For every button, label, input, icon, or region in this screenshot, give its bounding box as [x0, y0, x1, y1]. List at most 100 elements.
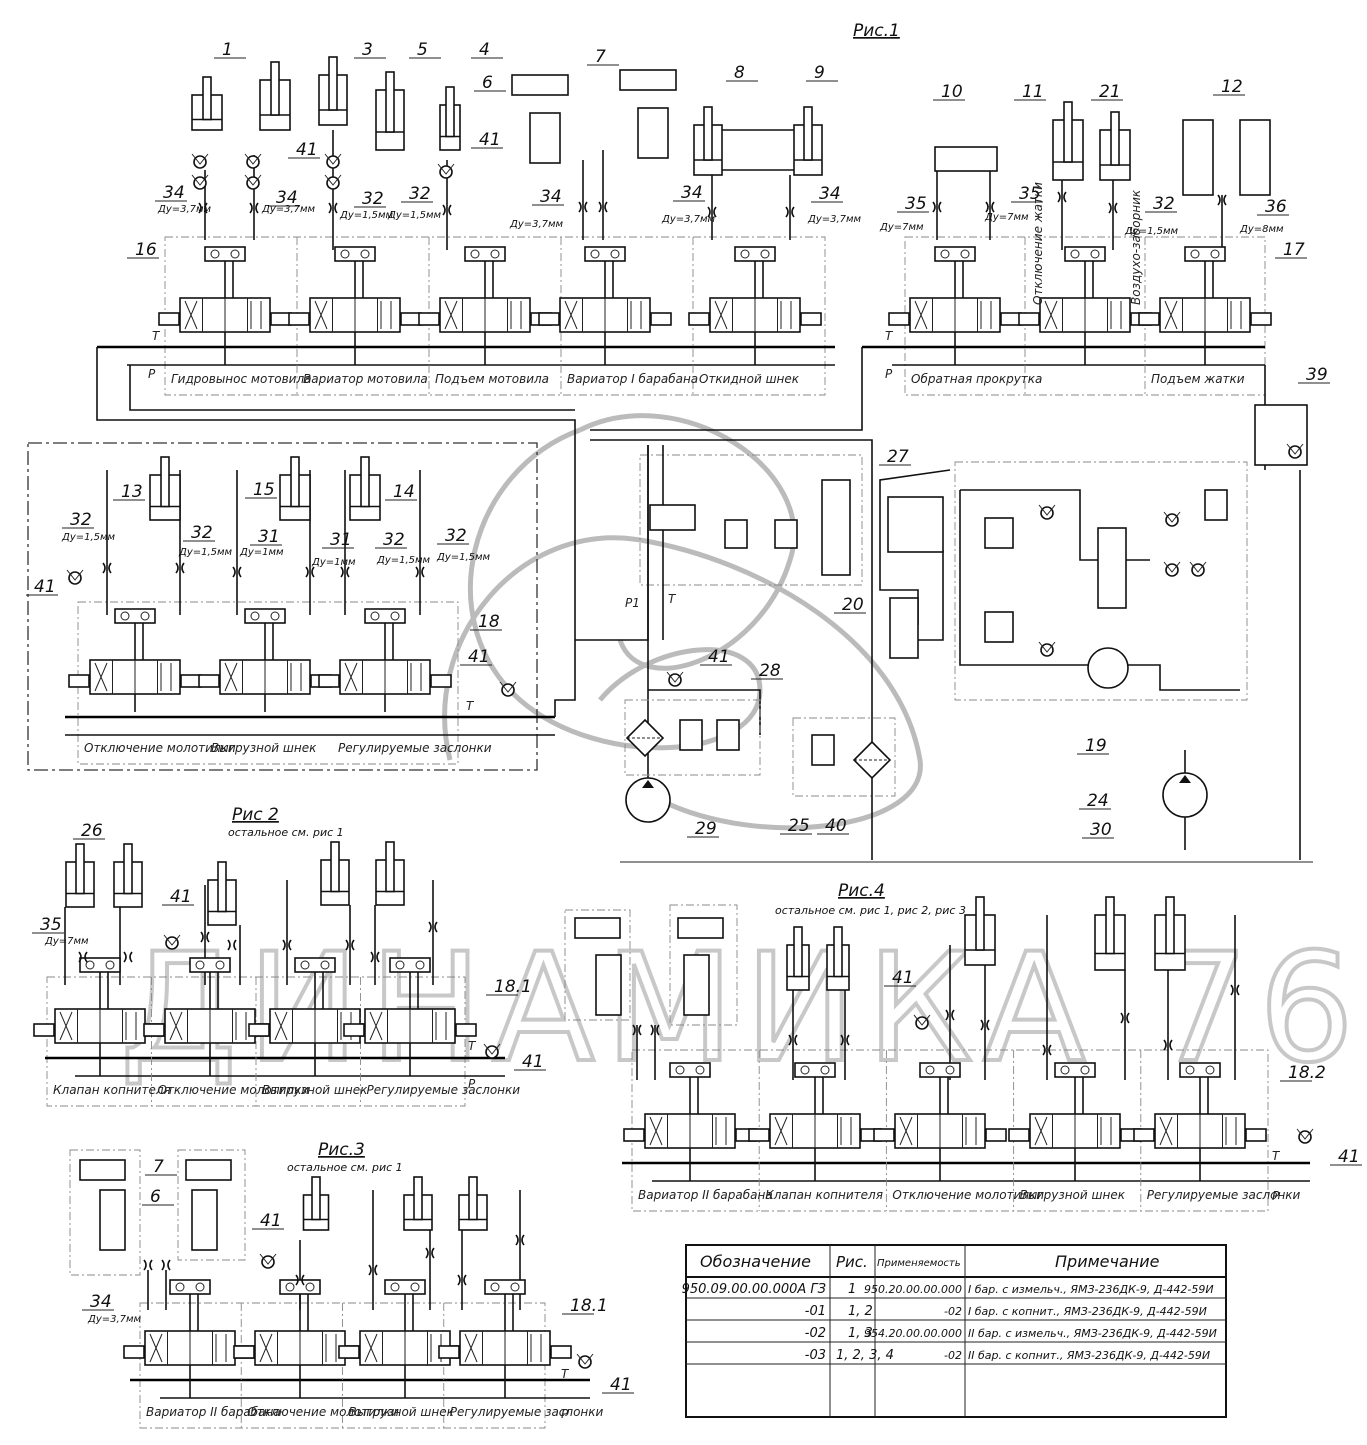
relief-valve: [984, 517, 1014, 549]
callout-number: 18.2: [1288, 1063, 1326, 1083]
check-valve-icon: [576, 1353, 594, 1369]
fig3-valve: [233, 1279, 367, 1383]
check-valve-icon: [483, 1043, 501, 1059]
orifice-icon: [1042, 1044, 1052, 1056]
solenoid-left-icon: [1018, 312, 1040, 326]
rod: [290, 456, 300, 508]
check-ball: [193, 155, 207, 169]
threshing-block-frame: [27, 442, 538, 771]
solenoid-left-icon: [158, 312, 180, 326]
valve-27: [821, 479, 851, 576]
solenoid-left-icon: [418, 312, 440, 326]
fig4-section-label: Регулируемые заслонки: [1147, 1188, 1301, 1202]
check-valve-icon: [191, 174, 209, 190]
servo-valve: [1097, 527, 1127, 609]
check-seat: [324, 153, 342, 165]
parallel-path: [125, 1012, 137, 1040]
cross-path: [149, 1333, 163, 1363]
fig2-section-label: Клапан копнителя: [53, 1083, 171, 1097]
check-ball-icon: [105, 960, 115, 970]
pipe: [590, 439, 873, 742]
fig4-section-label: Клапан копнителя: [765, 1188, 883, 1202]
fig2-section-label: Регулируемые заслонки: [367, 1083, 521, 1097]
solenoid-right-icon: [430, 674, 452, 688]
orifice-size-label: Ду=1,5мм: [376, 555, 431, 566]
pressure-switch: [716, 719, 740, 751]
charge-pump: [1087, 647, 1129, 689]
check-ball-icon: [1190, 249, 1200, 259]
solenoid-left-icon: [1008, 1128, 1030, 1142]
orifice-icon: [1230, 984, 1240, 996]
check-seat: [191, 153, 209, 165]
hydraulic-cylinder: [279, 456, 311, 521]
check-seat: [437, 163, 455, 175]
parallel-path: [290, 663, 302, 691]
fig1-valve: [288, 246, 422, 350]
orifice-icon: [788, 1034, 798, 1046]
orifice-icon: [368, 1264, 378, 1276]
orifice-icon: [428, 921, 438, 933]
hydraulic-cylinder: [302, 1176, 330, 1231]
fig3-valve: [438, 1279, 572, 1383]
callout-number: 41: [708, 647, 730, 667]
check-ball-icon: [390, 611, 400, 621]
orifice-icon: [785, 206, 795, 218]
rod: [330, 841, 340, 893]
rod: [385, 71, 395, 133]
callout-number: 20: [842, 595, 864, 615]
table-cell: -02: [944, 1305, 962, 1318]
fig1-section-label: Гидровынос мотовила: [171, 372, 312, 386]
hydraulic-cylinder: [1052, 101, 1084, 181]
orifice-icon: [295, 1274, 305, 1286]
check-ball-icon: [800, 1065, 810, 1075]
callout-number: 41: [260, 1211, 282, 1231]
check-seat: [66, 569, 84, 581]
check-valve-icon: [666, 671, 684, 687]
parallel-path: [1100, 1117, 1112, 1145]
callout-number: 25: [788, 816, 810, 836]
filter-icon: [852, 740, 892, 780]
solenoid-left-icon: [623, 1128, 645, 1142]
orifice-size-label: Ду=1,5мм: [61, 532, 116, 543]
parallel-path: [235, 1012, 247, 1040]
cross-path: [344, 662, 358, 692]
check-valve-icon: [66, 569, 84, 585]
motor-icon: [574, 917, 621, 939]
check-seat: [324, 174, 342, 186]
solenoid-right-icon: [550, 1345, 572, 1359]
solenoid-left-icon: [68, 674, 90, 688]
fig4-section-label: Выгрузной шнек: [1020, 1188, 1126, 1202]
table-header: Обозначение: [700, 1252, 811, 1271]
check-ball-icon: [820, 1065, 830, 1075]
check-seat: [1163, 561, 1181, 573]
check-ball-icon: [270, 611, 280, 621]
relief-valve: [1204, 489, 1228, 521]
hydraulic-cylinder: [149, 456, 181, 521]
fig3-section-label: Вариатор II барабана: [146, 1405, 281, 1419]
callout-number: 41: [610, 1375, 632, 1395]
rod: [445, 86, 455, 138]
check-ball-icon: [305, 1282, 315, 1292]
check-valve-icon: [1038, 504, 1056, 520]
check-ball-icon: [490, 249, 500, 259]
orifice-icon: [198, 202, 208, 214]
check-ball: [193, 176, 207, 190]
components: [33, 56, 1314, 1383]
middle-section-label: Регулируемые заслонки: [338, 741, 492, 755]
motor-20: [887, 496, 944, 553]
pipe: [129, 365, 575, 411]
check-valve-icon: [1163, 561, 1181, 577]
fig4-title: Рис.4: [838, 881, 885, 901]
cross-path: [444, 300, 458, 330]
callout-number: 30: [1090, 820, 1112, 840]
callout-number: 34: [163, 183, 185, 203]
orifice-icon: [200, 931, 210, 943]
relief-valve: [984, 611, 1014, 643]
check-ball-icon: [320, 960, 330, 970]
rod: [833, 926, 843, 978]
valve-18: [68, 608, 202, 712]
hydrostatic-unit-19: [954, 461, 1248, 701]
port-t: T: [152, 329, 161, 343]
solenoid-left-icon: [748, 1128, 770, 1142]
